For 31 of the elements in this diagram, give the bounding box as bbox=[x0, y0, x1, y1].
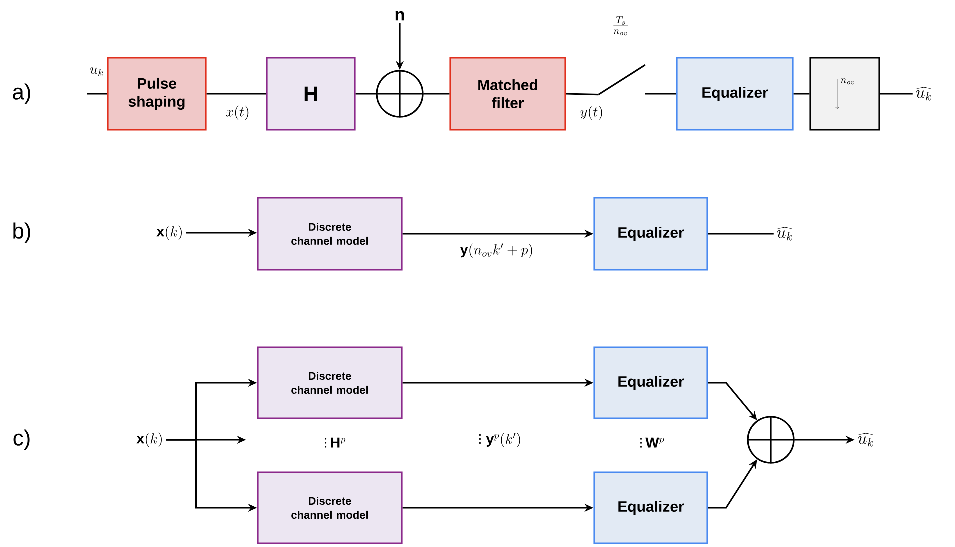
adder-symbol bbox=[375, 69, 425, 119]
edge-label: $\mathbf{y}(n_{ov}k'+p)$ bbox=[459, 242, 535, 260]
output-symbol: $\widehat{u_k}$ bbox=[777, 227, 792, 241]
panel-label: a) bbox=[13, 84, 30, 104]
edge-label: $x(t)$ bbox=[224, 104, 252, 122]
panel-label: b) bbox=[14, 222, 30, 244]
channel-box: Discrete channel model bbox=[257, 346, 403, 420]
output-symbol: $\widehat{u_k}$ bbox=[858, 433, 874, 447]
sampling-switch bbox=[598, 64, 646, 96]
edge-label: $y(t)$ bbox=[579, 104, 605, 122]
input-symbol: $\mathbf{x}(k)$ bbox=[156, 226, 182, 240]
equalizer-box: Equalizer bbox=[594, 472, 708, 544]
channel-box: Discrete channel model bbox=[257, 197, 403, 271]
downsampler-box: $\Bigg\downarrow^{n_{ov}}$ bbox=[810, 57, 880, 131]
sampling-period: $\frac{T_s}{n_{ov}}$ bbox=[614, 16, 628, 36]
noise-symbol: $\mathbf{n}$ bbox=[396, 11, 404, 21]
equalizer-box: Equalizer bbox=[594, 197, 708, 271]
input-symbol: $u_k$ bbox=[90, 68, 104, 76]
input-symbol: $\mathbf{x}(k)$ bbox=[136, 432, 162, 448]
channel-index-label: $\vdots\,\mathbf{H}^p$ bbox=[325, 438, 346, 448]
output-symbol: $\widehat{u_k}$ bbox=[916, 87, 932, 101]
panel-label: c) bbox=[14, 430, 30, 450]
process-box: Pulse shaping bbox=[107, 57, 207, 131]
channel-box: Discrete channel model bbox=[257, 472, 403, 544]
channel-box: $\mathbf{H}$ bbox=[266, 57, 356, 131]
equalizer-box: Equalizer bbox=[594, 346, 708, 420]
adder-symbol bbox=[746, 415, 796, 465]
equalizer-box: Equalizer bbox=[676, 57, 794, 131]
process-box: Matched filter bbox=[450, 57, 566, 131]
signal-index-label: $\vdots\;\mathbf{y}^p(k')$ bbox=[480, 433, 520, 448]
equalizer-index-label: $\vdots\,\mathbf{W}^p$ bbox=[640, 438, 664, 448]
